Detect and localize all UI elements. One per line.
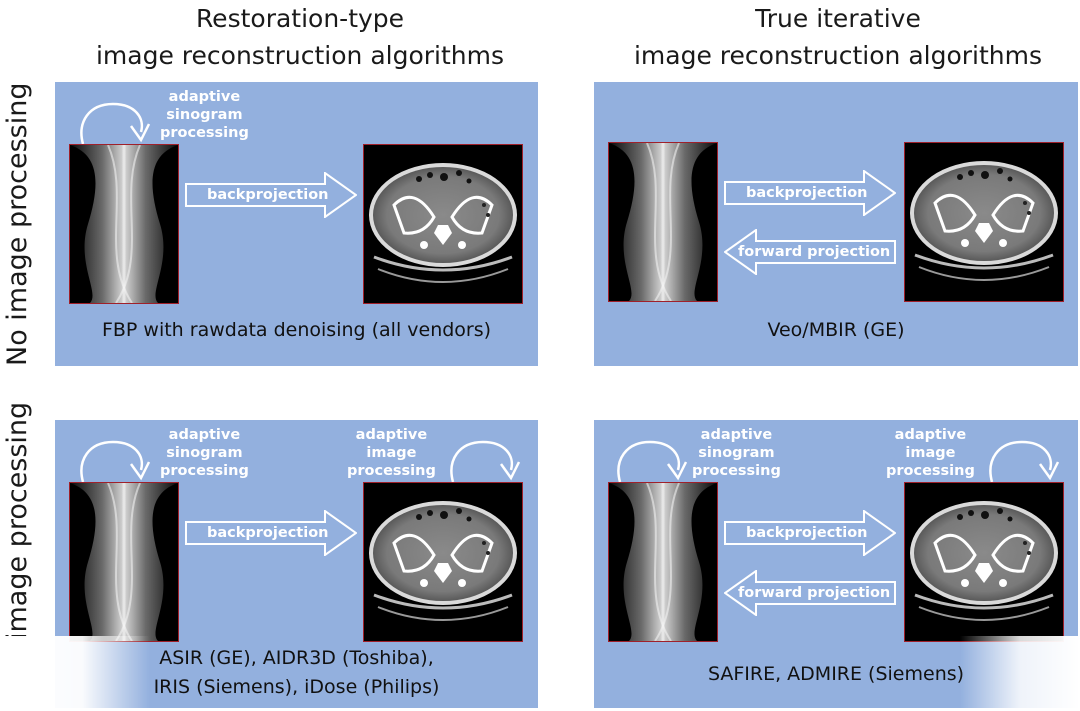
sinogram-image — [69, 144, 179, 304]
column-title-restoration: Restoration-type image reconstruction al… — [60, 0, 540, 74]
panel-caption-line2: IRIS (Siemens), iDose (Philips) — [153, 676, 440, 698]
forward-projection-label: forward projection — [738, 585, 891, 601]
forward-projection-arrow: forward projection — [724, 570, 896, 616]
column-title-line2: image reconstruction algorithms — [633, 41, 1043, 70]
panel-caption: SAFIRE, ADMIRE (Siemens) — [707, 663, 965, 685]
loop-arrow-icon — [984, 438, 1064, 486]
sinogram-processing-label: adaptive sinogram processing — [160, 427, 249, 479]
fade-overlay-left — [0, 636, 150, 711]
forward-projection-arrow: forward projection — [724, 229, 896, 275]
panel-top-right: backprojection forward projection Veo/MB… — [594, 82, 1078, 366]
column-title-line2: image reconstruction algorithms — [95, 41, 505, 70]
fade-overlay-right — [960, 636, 1080, 711]
loop-arrow-icon — [612, 438, 692, 486]
loop-arrow-icon — [445, 438, 525, 486]
backprojection-arrow: backprojection — [185, 172, 357, 218]
panel-bottom-left: adaptive sinogram processing adaptive im… — [55, 420, 538, 708]
panel-caption: Veo/MBIR (GE) — [767, 319, 905, 341]
loop-arrow-icon — [75, 100, 155, 148]
row-label-no-image-processing: No image processing — [2, 82, 33, 367]
column-title-line1: True iterative — [755, 4, 921, 33]
sinogram-image — [608, 482, 718, 642]
sinogram-image — [69, 482, 179, 642]
sinogram-processing-label: adaptive sinogram processing — [160, 89, 249, 141]
backprojection-label: backprojection — [746, 185, 868, 201]
row-label-image-processing: image processing — [2, 401, 33, 640]
column-title-line1: Restoration-type — [195, 4, 405, 33]
image-processing-label: adaptive image processing — [347, 427, 436, 479]
panel-top-left: adaptive sinogram processing backproject… — [55, 82, 538, 366]
image-processing-label: adaptive image processing — [886, 427, 975, 479]
backprojection-label: backprojection — [746, 525, 868, 541]
sinogram-image — [608, 142, 718, 302]
backprojection-arrow: backprojection — [185, 510, 357, 556]
panel-caption-line1: ASIR (GE), AIDR3D (Toshiba), — [159, 647, 434, 669]
backprojection-arrow: backprojection — [724, 510, 896, 556]
backprojection-label: backprojection — [207, 525, 329, 541]
panel-caption: ASIR (GE), AIDR3D (Toshiba), IRIS (Sieme… — [55, 644, 538, 702]
ct-scan-image — [904, 482, 1064, 642]
backprojection-arrow: backprojection — [724, 170, 896, 216]
ct-scan-image — [904, 142, 1064, 302]
forward-projection-label: forward projection — [738, 244, 891, 260]
backprojection-label: backprojection — [207, 187, 329, 203]
loop-arrow-icon — [75, 438, 155, 486]
ct-scan-image — [363, 482, 523, 642]
sinogram-processing-label: adaptive sinogram processing — [692, 427, 781, 479]
ct-scan-image — [363, 144, 523, 304]
column-title-iterative: True iterative image reconstruction algo… — [598, 0, 1078, 74]
panel-caption: FBP with rawdata denoising (all vendors) — [101, 319, 492, 341]
